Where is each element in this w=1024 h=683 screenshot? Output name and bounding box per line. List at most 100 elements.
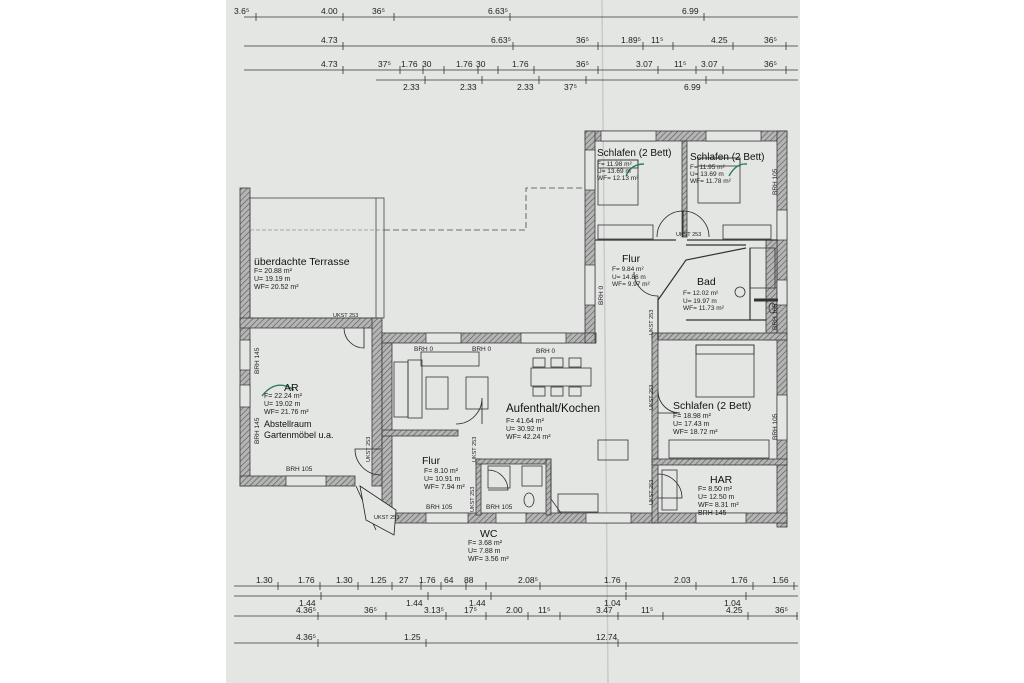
dimension-label: 2.08⁵ <box>518 575 538 585</box>
room-name-terrasse: überdachte Terrasse <box>254 256 350 268</box>
living-area-value: WF= 9.97 m² <box>612 281 650 288</box>
sill-label: BRH 0 <box>472 346 492 353</box>
room-name-bad: Bad <box>697 276 716 288</box>
perimeter-value: U= 19.19 m <box>254 276 291 283</box>
dimension-label: 36⁵ <box>764 59 777 69</box>
dimension-label: 1.76 <box>401 59 418 69</box>
dimension-label: 3.07 <box>701 59 718 69</box>
area-value: F= 22.24 m² <box>264 393 302 400</box>
dimension-label: 3.6⁵ <box>234 6 249 16</box>
area-value: F= 12.02 m² <box>683 290 719 297</box>
sill-label: BRH 105 <box>426 504 453 511</box>
sill-label: BRH 0 <box>414 346 434 353</box>
room-info-wc: F= 3.68 m² U= 7.88 m WF= 3.56 m² <box>468 540 509 564</box>
sill-label: BRH 105 <box>772 168 779 195</box>
perimeter-value: U= 7.88 m <box>468 548 501 555</box>
lintel-label: UKST 253 <box>333 313 359 319</box>
dimension-label: 1.25 <box>404 632 421 642</box>
dimension-label: 17⁵ <box>464 605 477 615</box>
dimension-label: 1.76 <box>456 59 473 69</box>
room-name-har: HAR <box>710 474 733 486</box>
area-value: F= 41.64 m² <box>506 418 544 425</box>
dimension-label: 36⁵ <box>764 35 777 45</box>
dimension-label: 6.99 <box>684 82 701 92</box>
living-area-value: WF= 21.76 m² <box>264 409 309 416</box>
dimension-label: 1.44 <box>406 598 423 608</box>
dimension-label: 4.36⁵ <box>296 605 316 615</box>
lintel-label: UKST 253 <box>366 436 372 462</box>
room-name-ar: Abstellraum <box>264 419 312 429</box>
dimension-label: 27 <box>399 575 409 585</box>
dimension-label: 12.74 <box>596 632 618 642</box>
dimension-label: 11⁵ <box>674 59 686 69</box>
dimension-label: 1.04 <box>604 598 621 608</box>
room-info-har: F= 8.50 m² U= 12.50 m WF= 8.31 m² BRH 14… <box>698 486 739 518</box>
perimeter-value: U= 13.69 m <box>690 171 724 178</box>
dimension-label: 4.36⁵ <box>296 632 316 642</box>
dimension-label: 1.30 <box>336 575 353 585</box>
perimeter-value: U= 14.86 m <box>612 273 646 281</box>
lintel-label: UKST 253 <box>676 232 702 238</box>
living-area-value: WF= 42.24 m² <box>506 434 551 441</box>
dimension-label: 1.76 <box>731 575 748 585</box>
lintel-label: UKST 253 <box>649 309 655 335</box>
lintel-label: UKST 253 <box>470 486 476 512</box>
living-area-value: WF= 7.94 m² <box>424 484 465 491</box>
dimension-label: 4.25 <box>726 605 743 615</box>
perimeter-value: U= 19.02 m <box>264 401 301 408</box>
dimension-label: 3.07 <box>636 59 653 69</box>
sill-label: BRH 0 <box>598 285 605 305</box>
dimension-label: 2.33 <box>460 82 477 92</box>
room-desc-ar: Gartenmöbel u.a. <box>264 430 334 440</box>
dimension-label: 4.00 <box>321 6 338 16</box>
sill-label: BRH 105 <box>772 303 779 330</box>
dimension-label: 36⁵ <box>576 59 589 69</box>
furniture <box>393 157 778 514</box>
sill-label: BRH 105 <box>286 466 313 473</box>
living-area-value: WF= 12.13 m² <box>597 175 639 182</box>
room-info-schlafen-2: F= 11.95 m² U= 13.69 m WF= 11.78 m² <box>690 164 731 185</box>
living-area-value: WF= 3.56 m² <box>468 556 509 563</box>
dimension-label: 1.30 <box>256 575 273 585</box>
room-name-aufenthalt: Aufenthalt/Kochen <box>506 403 600 415</box>
room-info-schlafen-1: F= 11.98 m² U= 13.69 m WF= 12.13 m² <box>597 161 638 182</box>
perimeter-value: U= 13.69 m <box>597 168 631 175</box>
dimension-label: 1.25 <box>370 575 387 585</box>
room-name-flur-bottom: Flur <box>422 455 441 467</box>
area-value: F= 20.88 m² <box>254 268 292 275</box>
area-value: F= 8.10 m² <box>424 468 459 475</box>
area-value: F= 18.98 m² <box>673 413 711 420</box>
dimension-label: 1.76 <box>298 575 315 585</box>
lintel-label: UKST 253 <box>374 515 400 521</box>
dimension-label: 1.04 <box>724 598 741 608</box>
dimension-label: 6.63⁵ <box>488 6 508 16</box>
sill-label: BRH 105 <box>486 504 513 511</box>
room-name-schlafen-2: Schlafen (2 Bett) <box>690 152 765 163</box>
dimension-label: 2.33 <box>403 82 420 92</box>
area-value: F= 11.95 m² <box>690 164 725 171</box>
lintel-label: UKST 253 <box>649 479 655 505</box>
dimension-label: 64 <box>444 575 454 585</box>
dimension-label: 36⁵ <box>775 605 788 615</box>
paper-fold <box>601 0 609 683</box>
room-info-aufenthalt: F= 41.64 m² U= 30.92 m WF= 42.24 m² <box>506 418 551 442</box>
room-info-flur-bottom: F= 8.10 m² U= 10.91 m WF= 7.94 m² <box>424 468 465 492</box>
check-marks <box>261 163 748 397</box>
area-value: F= 8.50 m² <box>698 486 733 493</box>
dimension-label: 88 <box>464 575 474 585</box>
dimension-label: 37⁵ <box>564 82 577 92</box>
sill-label: BRH 145 <box>254 417 261 444</box>
room-name-flur-top: Flur <box>622 253 641 265</box>
perimeter-value: U= 12.50 m <box>698 494 735 501</box>
lintel-label: UKST 253 <box>649 384 655 410</box>
dimension-label: 4.73 <box>321 59 338 69</box>
dimension-label: 1.44 <box>469 598 486 608</box>
dimension-label: 1.76 <box>419 575 436 585</box>
dimension-label: 30 <box>422 59 432 69</box>
room-info-terrasse: F= 20.88 m² U= 19.19 m WF= 20.52 m² <box>254 268 299 292</box>
room-info-schlafen-3: F= 18.98 m² U= 17.43 m WF= 18.72 m² <box>673 413 718 437</box>
room-tag-ar: AR <box>284 382 299 394</box>
living-area-value: WF= 11.78 m² <box>690 178 731 185</box>
